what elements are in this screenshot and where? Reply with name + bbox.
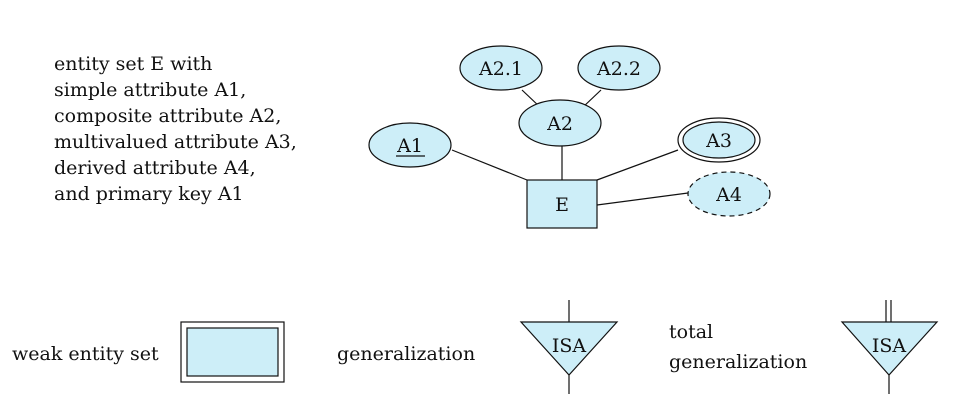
total-generalization-label-line1: total bbox=[669, 321, 714, 343]
description-line: entity set E with bbox=[54, 53, 213, 75]
generalization-label: generalization bbox=[337, 343, 476, 365]
entity-e-rect bbox=[526, 179, 598, 229]
attribute-a4-label: A4 bbox=[715, 184, 742, 206]
weak-entity-outer-rect bbox=[180, 321, 285, 383]
attribute-a4-ellipse bbox=[687, 171, 771, 217]
description-line: and primary key A1 bbox=[54, 183, 244, 205]
description-line: composite attribute A2, bbox=[54, 105, 282, 127]
total-generalization-label-line2: generalization bbox=[669, 351, 808, 373]
attribute-a2-label: A2 bbox=[546, 113, 573, 135]
connector-a1-e bbox=[451, 149, 528, 181]
total-generalization-isa-triangle bbox=[840, 321, 939, 376]
attribute-a3-label: A3 bbox=[705, 130, 732, 152]
attribute-a3-ellipse bbox=[682, 121, 756, 159]
attribute-a1-label: A1 bbox=[396, 135, 423, 157]
description-line: simple attribute A1, bbox=[54, 79, 247, 101]
weak-entity-label: weak entity set bbox=[12, 343, 159, 365]
description-line: derived attribute A4, bbox=[54, 157, 256, 179]
attribute-a1-ellipse bbox=[368, 122, 452, 168]
description-line: multivalued attribute A3, bbox=[54, 131, 297, 153]
entity-e-label: E bbox=[555, 194, 569, 216]
attribute-a2-2-ellipse bbox=[577, 45, 661, 91]
attribute-a3-outer-ellipse bbox=[677, 117, 761, 163]
generalization-isa-label: ISA bbox=[552, 335, 587, 357]
total-generalization-isa-label: ISA bbox=[872, 335, 907, 357]
generalization-isa-triangle bbox=[519, 321, 619, 376]
attribute-a2-2-label: A2.2 bbox=[596, 58, 641, 80]
attribute-a2-ellipse bbox=[518, 99, 602, 147]
weak-entity-inner-rect bbox=[186, 327, 279, 377]
attribute-a2-1-ellipse bbox=[459, 45, 543, 91]
connector-a3-e bbox=[596, 149, 679, 181]
connector-e-a4 bbox=[596, 192, 689, 206]
attribute-a2-1-label: A2.1 bbox=[478, 58, 523, 80]
